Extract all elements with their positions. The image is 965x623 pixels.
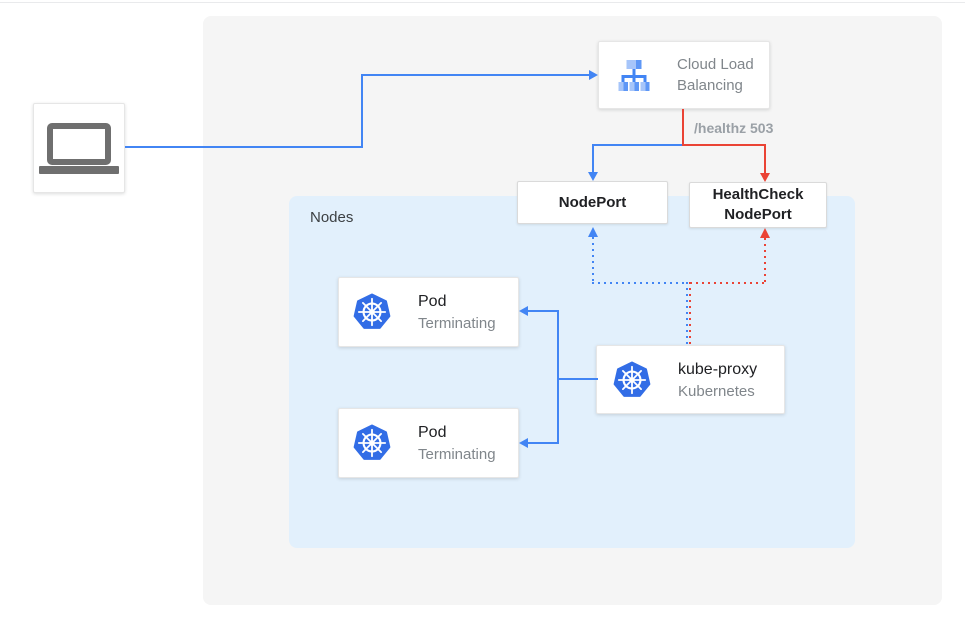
load-balancer-icon (617, 57, 651, 93)
edge-kubeproxy-merge-red (689, 282, 691, 345)
arrowhead-up-nodeport (588, 227, 598, 237)
laptop-icon (39, 122, 119, 174)
kube-proxy-title: kube-proxy (678, 360, 758, 378)
top-divider (0, 2, 965, 3)
pod-node-1: Pod Terminating (338, 277, 519, 347)
edge-client-to-lb-v (361, 74, 363, 148)
pod-title: Pod (418, 293, 447, 310)
cloud-load-balancing-label: Cloud Load Balancing (677, 56, 754, 94)
edge-client-to-lb-h1 (125, 146, 363, 148)
kubernetes-icon (613, 361, 651, 399)
nodeport-node: NodePort (517, 181, 668, 224)
arrowhead-into-pod1 (519, 306, 528, 316)
arrowhead-into-healthcheck (760, 173, 770, 182)
edge-to-pod2 (528, 442, 559, 444)
kubernetes-icon (353, 293, 391, 331)
edge-kubeproxy-to-nodeport-h (592, 282, 687, 284)
pod-node-2: Pod Terminating (338, 408, 519, 478)
edge-to-healthcheck-h (682, 144, 766, 146)
pod-status: Terminating (418, 315, 496, 332)
arrowhead-into-nodeport (588, 172, 598, 181)
arrowhead-into-lb (589, 70, 598, 80)
edge-to-healthcheck-v (764, 144, 766, 173)
pod-status: Terminating (418, 446, 496, 463)
pod-title: Pod (418, 424, 447, 441)
kube-proxy-subtitle: Kubernetes (678, 382, 755, 400)
cloud-load-balancing-node: Cloud Load Balancing (598, 41, 770, 109)
nodes-group-label: Nodes (310, 209, 354, 226)
edge-client-to-lb-h2 (361, 74, 589, 76)
edge-kubeproxy-out (558, 378, 598, 380)
healthz-annotation: /healthz 503 (694, 120, 774, 136)
edge-kubeproxy-spine (557, 310, 559, 444)
edge-to-nodeport-h (592, 144, 684, 146)
edge-lb-down (682, 109, 684, 146)
arrowhead-up-healthcheck (760, 228, 770, 238)
edge-kubeproxy-merge-blue (686, 282, 688, 345)
edge-kubeproxy-to-nodeport-v (592, 237, 594, 283)
edge-kubeproxy-to-healthcheck-h (690, 282, 766, 284)
edge-to-pod1 (528, 310, 559, 312)
arrowhead-into-pod2 (519, 438, 528, 448)
client-node (33, 103, 125, 193)
kube-proxy-node: kube-proxy Kubernetes (596, 345, 785, 414)
kubernetes-icon (353, 424, 391, 462)
healthcheck-nodeport-node: HealthCheck NodePort (689, 182, 827, 228)
edge-to-nodeport-v (592, 144, 594, 172)
edge-kubeproxy-to-healthcheck-v (764, 238, 766, 283)
